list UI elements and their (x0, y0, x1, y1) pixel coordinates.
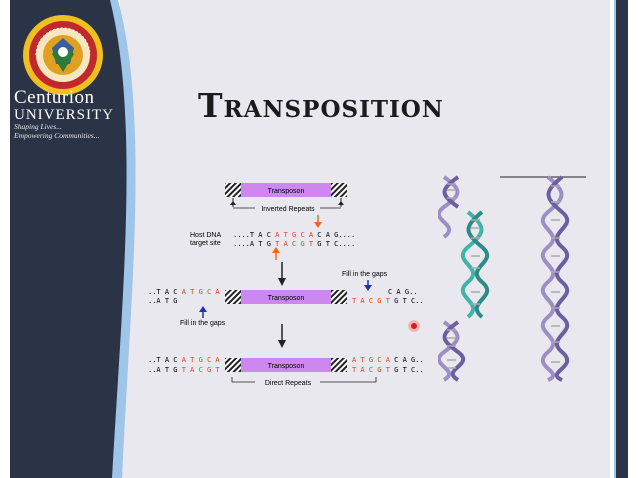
transposon-label-1: Transposon (268, 188, 305, 195)
fill-gaps-bottom-label: Fill in the gaps (180, 320, 226, 327)
step2-left-bottom: ..A T G (148, 297, 178, 305)
content-area (120, 0, 610, 478)
host-top-strand: ....T A C A T G C A C A G.... (233, 231, 355, 239)
dna-helix-right (540, 175, 570, 382)
step2-right-bottom: T A C G T G T C.. (352, 297, 424, 305)
brand-name-1: Centurion (14, 87, 95, 108)
host-dna-label-1: Host DNA (190, 232, 221, 239)
step3-right-bottom: T A C G T G T C.. (352, 366, 424, 374)
brand-name-2: UNIVERSITY (14, 107, 114, 123)
step3-left-bottom: ..A T G T A C G T (148, 366, 220, 374)
direct-repeats-bracket (231, 377, 377, 383)
fill-gaps-top-label: Fill in the gaps (342, 271, 388, 278)
slide-title: Transposition (198, 86, 444, 125)
host-dna-label-2: target site (190, 240, 221, 247)
record-dot-icon (408, 320, 420, 332)
dna-helix-insert (460, 210, 490, 319)
right-bar (616, 0, 628, 478)
right-accent-line (614, 0, 617, 478)
dna-helix-illustration (438, 175, 586, 382)
brand-block: Centurion UNIVERSITY Shaping Lives... Em… (14, 87, 114, 141)
transposon-label-2: Transposon (268, 295, 305, 302)
dna-helix-left (438, 175, 466, 382)
direct-repeats-label: Direct Repeats (265, 380, 312, 387)
cut-arrowhead-bottom (272, 247, 280, 253)
university-logo (23, 15, 103, 95)
brand-tagline-2: Empowering Communities... (14, 131, 100, 140)
cut-arrowhead-top (314, 222, 322, 228)
transposition-diagram: Transposon Inverted Repeats Host DNA tar… (148, 183, 424, 387)
step3-left-top: ..T A C A T G C A (148, 356, 220, 364)
step2-left-top: ..T A C A T G C A (148, 288, 220, 296)
transposon-step2: Transposon (225, 290, 347, 304)
transposon-step1: Transposon Inverted Repeats (225, 183, 347, 213)
transposon-step3: Transposon (225, 358, 347, 372)
step2-right-top: C A G.. (388, 288, 418, 296)
transposon-label-3: Transposon (268, 363, 305, 370)
host-bottom-strand: ....A T G T A C G T G T C.... (233, 240, 355, 248)
sidebar-swoosh (10, 0, 136, 478)
step3-right-top: A T G C A C A G.. (352, 356, 424, 364)
brand-tagline-1: Shaping Lives... (14, 122, 62, 131)
inverted-repeats-label: Inverted Repeats (261, 206, 315, 213)
